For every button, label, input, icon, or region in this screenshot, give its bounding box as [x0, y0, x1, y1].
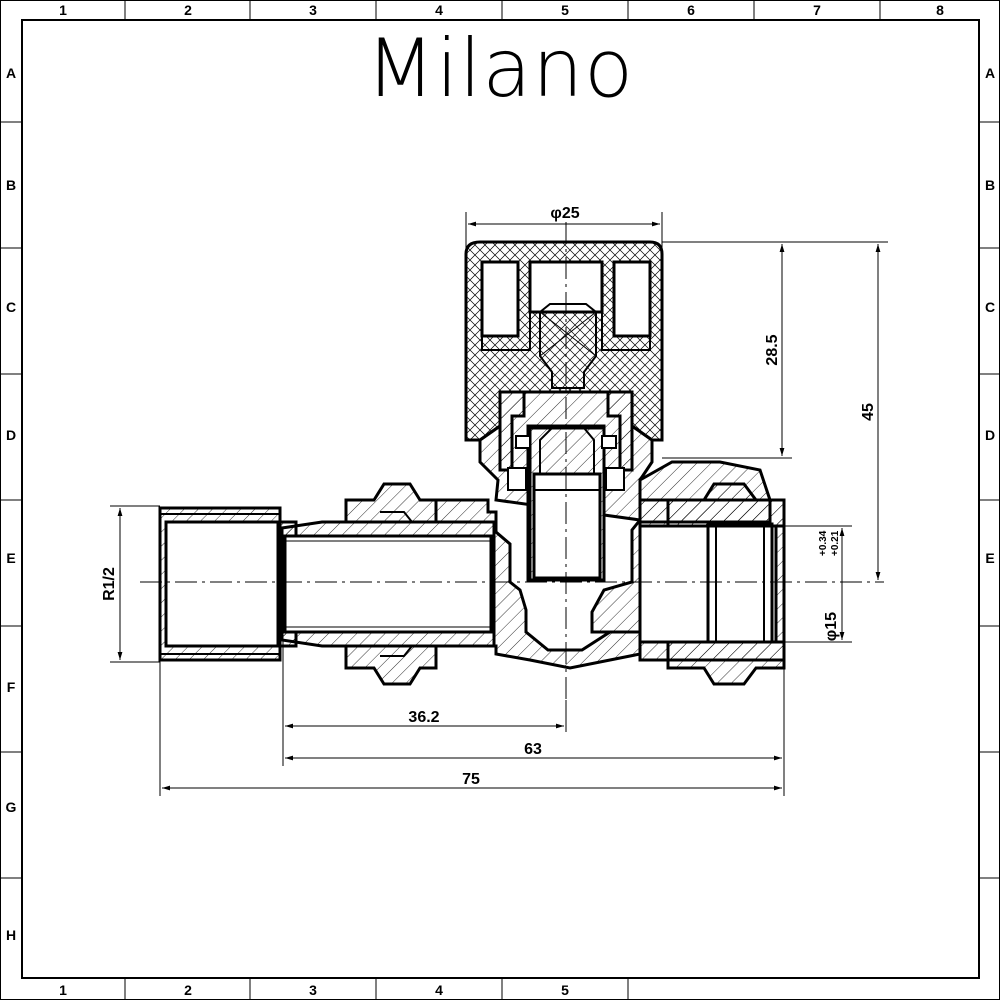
- center-offset-label: 36.2: [408, 709, 439, 726]
- column-label: 2: [184, 982, 192, 998]
- column-label: 3: [309, 2, 317, 18]
- column-label: 1: [59, 982, 67, 998]
- column-label: 8: [936, 2, 944, 18]
- thread-size-label: R1/2: [101, 567, 118, 601]
- column-label: 5: [561, 2, 569, 18]
- row-label: E: [6, 550, 15, 566]
- row-label: B: [985, 177, 995, 193]
- body-length-label: 63: [524, 741, 542, 758]
- dimension-lines: [110, 212, 888, 796]
- frame-column-labels-bottom: 1 2 3 4 5: [59, 982, 569, 998]
- row-label: A: [985, 65, 995, 81]
- valve-body: [434, 498, 642, 670]
- column-label: 4: [435, 2, 443, 18]
- pipe-tolerance-lower: +0.21: [830, 530, 841, 556]
- frame-row-labels-right: A B C D E: [985, 65, 995, 566]
- row-label: D: [6, 427, 16, 443]
- head-height-label: 28.5: [764, 334, 781, 365]
- column-label: 7: [813, 2, 821, 18]
- row-label: B: [6, 177, 16, 193]
- column-label: 3: [309, 982, 317, 998]
- drawing-title: Milano: [366, 22, 634, 115]
- row-label: E: [985, 550, 994, 566]
- row-label: C: [985, 299, 995, 315]
- pipe-diameter-label: φ15: [823, 612, 840, 641]
- head-diameter-label: φ25: [550, 205, 579, 222]
- compression-nut: [344, 482, 438, 524]
- column-label: 2: [184, 2, 192, 18]
- column-label: 4: [435, 982, 443, 998]
- column-label: 6: [687, 2, 695, 18]
- frame-column-labels-top: 1 2 3 4 5 6 7 8: [59, 2, 944, 18]
- dimension-labels: φ25 28.5 45 R1/2 φ15 +0.34 +0.21 36.2 63…: [101, 205, 877, 788]
- row-label: F: [7, 679, 16, 695]
- pipe-tolerance-upper: +0.34: [818, 530, 829, 556]
- row-label: H: [6, 927, 16, 943]
- overall-length-label: 75: [462, 771, 480, 788]
- column-label: 1: [59, 2, 67, 18]
- row-label: G: [6, 799, 17, 815]
- total-height-label: 45: [860, 403, 877, 421]
- row-label: D: [985, 427, 995, 443]
- frame-row-labels-left: A B C D E F G H: [6, 65, 17, 943]
- column-label: 5: [561, 982, 569, 998]
- row-label: A: [6, 65, 16, 81]
- row-label: C: [6, 299, 16, 315]
- valve-section: [140, 222, 884, 730]
